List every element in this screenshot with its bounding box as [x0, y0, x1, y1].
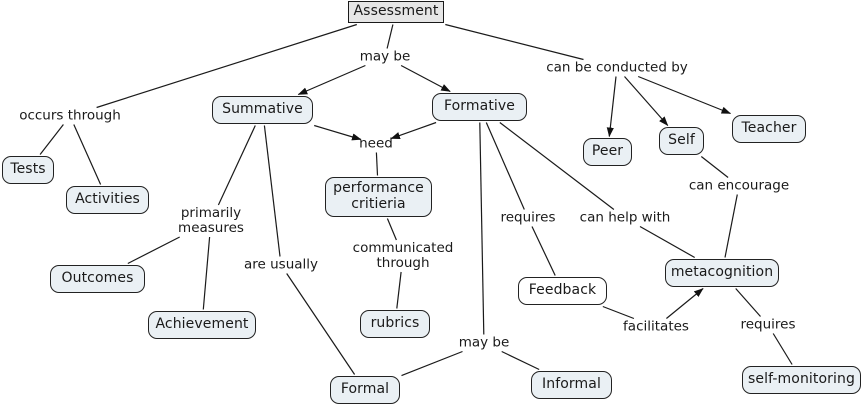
node-summative[interactable]: Summative [212, 96, 313, 124]
edge-requires-selfmon-to-selfmon [772, 333, 793, 365]
node-perfcrit[interactable]: performance critieria [325, 177, 432, 217]
edge-summative-to-are-usually [263, 125, 281, 257]
edge-need-to-perfcrit [375, 152, 379, 176]
node-self[interactable]: Self [659, 127, 704, 155]
node-outcomes[interactable]: Outcomes [50, 265, 145, 293]
edge-can-encourage-to-metacog [724, 194, 738, 258]
edge-facilitates-to-metacog [666, 288, 704, 319]
node-peer[interactable]: Peer [583, 138, 632, 166]
edge-may-be-top-to-summative [297, 64, 366, 96]
node-formative[interactable]: Formative [432, 93, 527, 121]
edge-communicated-to-rubrics [396, 271, 402, 309]
node-formal[interactable]: Formal [330, 376, 400, 404]
edge-may-be-bottom-to-informal [501, 350, 540, 371]
node-achievement[interactable]: Achievement [148, 311, 256, 339]
edge-perfcrit-to-communicated [386, 218, 397, 241]
edge-occurs-through-to-activities [73, 124, 102, 185]
node-metacog[interactable]: metacognition [665, 259, 779, 287]
edge-feedback-to-facilitates [602, 305, 635, 320]
edge-primarily-measures-to-achievement [202, 236, 211, 310]
edge-may-be-bottom-to-formal [401, 350, 463, 377]
node-activities[interactable]: Activities [66, 186, 149, 214]
edge-summative-to-primarily-measures [217, 125, 256, 206]
edge-are-usually-to-formal [286, 273, 356, 375]
edge-assessment-to-occurs-through [96, 23, 357, 109]
node-teacher[interactable]: Teacher [732, 115, 806, 143]
edge-assessment-to-may-be-top [386, 24, 394, 49]
edge-formative-to-can-help-with [499, 122, 615, 210]
node-assessment[interactable]: Assessment [348, 1, 444, 23]
node-informal[interactable]: Informal [531, 371, 612, 399]
edge-can-help-with-to-metacog [639, 225, 695, 259]
edge-assessment-to-can-be-conducted [445, 23, 584, 61]
edge-can-be-conducted-to-peer [606, 76, 617, 138]
edge-occurs-through-to-tests [39, 124, 64, 155]
edge-requires-feedback-to-feedback [531, 226, 556, 276]
edge-may-be-top-to-formative [400, 64, 451, 93]
edge-self-to-can-encourage [700, 156, 729, 178]
edge-formative-to-may-be-bottom [479, 122, 485, 335]
edge-formative-to-need [390, 121, 437, 140]
edge-metacog-to-requires-selfmon [735, 288, 761, 317]
edge-formative-to-requires-feedback [485, 122, 525, 210]
node-selfmon[interactable]: self-monitoring [742, 366, 861, 394]
node-tests[interactable]: Tests [2, 156, 54, 184]
edge-primarily-measures-to-outcomes [127, 236, 180, 265]
edge-summative-to-need [314, 124, 362, 141]
node-rubrics[interactable]: rubrics [360, 310, 430, 338]
node-feedback[interactable]: Feedback [518, 277, 607, 305]
edge-can-be-conducted-to-teacher [637, 75, 732, 115]
edge-can-be-conducted-to-self [624, 76, 669, 126]
